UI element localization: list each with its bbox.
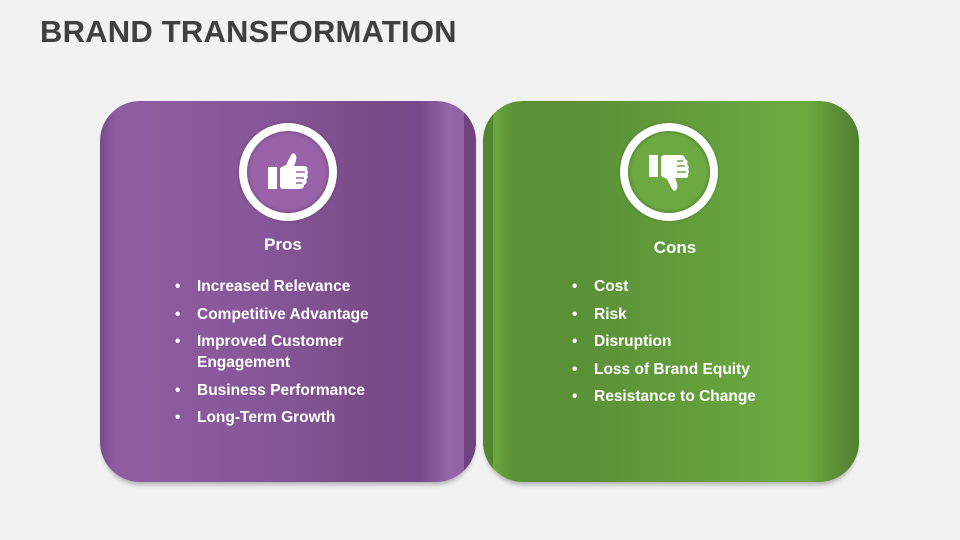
list-item: Long-Term Growth: [175, 407, 395, 428]
list-item: Improved Customer Engagement: [175, 331, 395, 373]
list-item: Resistance to Change: [572, 386, 812, 407]
thumbs-down-icon: [649, 155, 689, 191]
slide-title: BRAND TRANSFORMATION: [40, 14, 457, 49]
cons-icon-badge: [620, 123, 718, 221]
pros-list: Increased Relevance Competitive Advantag…: [175, 276, 395, 435]
list-item: Loss of Brand Equity: [572, 359, 812, 380]
cons-heading: Cons: [653, 238, 697, 257]
pros-card: Pros Increased Relevance Competitive Adv…: [100, 101, 476, 482]
pros-icon-badge: [239, 123, 337, 221]
list-item: Risk: [572, 304, 812, 325]
list-item: Competitive Advantage: [175, 304, 395, 325]
list-item: Business Performance: [175, 380, 395, 401]
thumbs-up-icon: [268, 153, 308, 189]
cons-card: Cons Cost Risk Disruption Loss of Brand …: [483, 101, 859, 482]
list-item: Cost: [572, 276, 812, 297]
cons-list: Cost Risk Disruption Loss of Brand Equit…: [572, 276, 812, 414]
list-item: Increased Relevance: [175, 276, 395, 297]
list-item: Disruption: [572, 331, 812, 352]
pros-heading: Pros: [264, 235, 302, 254]
